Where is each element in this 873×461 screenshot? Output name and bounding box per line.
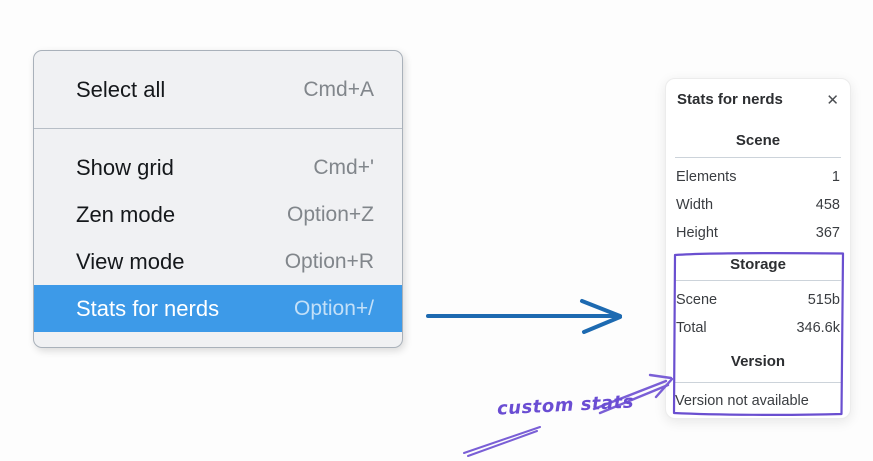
menu-item-show-grid[interactable]: Show grid Cmd+'	[34, 144, 402, 191]
menu-item-view-mode[interactable]: View mode Option+R	[34, 238, 402, 285]
stats-row-total-size: Total 346.6k	[675, 314, 841, 342]
stat-label: Elements	[676, 169, 737, 185]
stat-value: 367	[815, 225, 840, 241]
annotation-tail-stroke-icon	[463, 426, 541, 457]
menu-item-label: Zen mode	[76, 201, 176, 227]
stat-label: Total	[676, 320, 707, 336]
menu-item-shortcut: Cmd+'	[313, 155, 374, 179]
stats-section-heading-storage: Storage	[675, 255, 841, 281]
context-menu-section-bottom: Show grid Cmd+' Zen mode Option+Z View m…	[34, 129, 402, 347]
menu-item-label: Show grid	[76, 154, 174, 180]
arrow-menu-to-panel-icon	[426, 299, 622, 334]
close-icon[interactable]: ✕	[826, 91, 839, 109]
version-note: Version not available	[675, 393, 809, 409]
stat-value: 346.6k	[796, 320, 840, 336]
menu-item-shortcut: Option+R	[284, 249, 374, 273]
menu-item-shortcut: Option+/	[294, 296, 374, 320]
stat-value: 515b	[807, 292, 840, 308]
stats-row-elements: Elements 1	[675, 163, 841, 191]
menu-item-stats-for-nerds[interactable]: Stats for nerds Option+/	[34, 285, 402, 332]
stats-row-height: Height 367	[675, 219, 841, 247]
stats-row-scene-size: Scene 515b	[675, 286, 841, 314]
stat-value: 1	[831, 169, 840, 185]
stats-storage-rows: Scene 515b Total 346.6k	[675, 281, 841, 342]
stats-panel-header: Stats for nerds ✕	[675, 91, 841, 109]
menu-item-shortcut: Cmd+A	[303, 77, 374, 101]
stat-label: Height	[676, 225, 718, 241]
context-menu: Select all Cmd+A Show grid Cmd+' Zen mod…	[33, 50, 403, 348]
stats-scene-rows: Elements 1 Width 458 Height 367	[675, 158, 841, 247]
menu-divider	[34, 128, 402, 129]
stats-row-width: Width 458	[675, 191, 841, 219]
stats-section-heading-version: Version	[675, 352, 841, 383]
stat-value: 458	[815, 197, 840, 213]
menu-item-label: Select all	[76, 76, 166, 102]
stats-section-heading-scene: Scene	[675, 131, 841, 158]
stat-label: Width	[676, 197, 714, 213]
stats-panel: Stats for nerds ✕ Scene Elements 1 Width…	[665, 78, 851, 419]
context-menu-section-top: Select all Cmd+A	[34, 51, 402, 128]
stats-panel-title: Stats for nerds	[677, 91, 783, 108]
menu-item-label: View mode	[76, 248, 185, 274]
menu-item-select-all[interactable]: Select all Cmd+A	[34, 66, 402, 113]
annotation-arrow-icon	[592, 373, 674, 415]
menu-item-zen-mode[interactable]: Zen mode Option+Z	[34, 191, 402, 238]
stat-label: Scene	[676, 292, 718, 308]
menu-item-label: Stats for nerds	[76, 295, 220, 321]
menu-item-shortcut: Option+Z	[287, 202, 374, 226]
